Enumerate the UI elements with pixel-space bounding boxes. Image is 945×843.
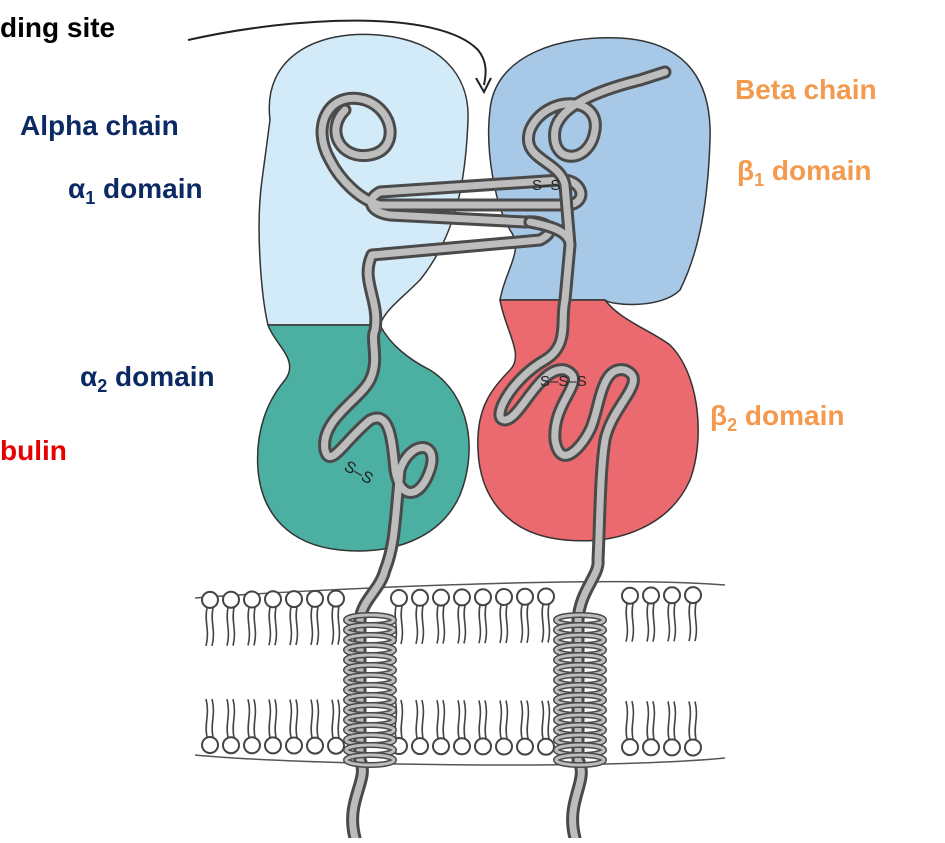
alpha-chain-label: Alpha chain (20, 110, 179, 141)
beta-chain-label: Beta chain (735, 74, 877, 105)
lipid-head-bottom (621, 700, 639, 757)
lipid-head-top (411, 588, 429, 645)
alpha-transmembrane-helix (343, 612, 397, 768)
lipid-head-top (474, 588, 492, 645)
lipid-head-bottom (222, 698, 240, 755)
lipid-head-top (537, 587, 555, 644)
lipid-head-top (432, 588, 450, 645)
beta-transmembrane-helix (553, 612, 607, 768)
beta2-disulfide-label: S–S–S (540, 373, 587, 390)
helix-coil (344, 753, 396, 767)
lipid-head-top (495, 588, 513, 644)
lipid-head-bottom (453, 699, 471, 756)
lipid-head-bottom (684, 700, 702, 757)
lipid-head-top (264, 590, 282, 647)
lipid-head-top (243, 590, 261, 647)
lipid-head-top (327, 589, 345, 646)
globulin-label: bulin (0, 435, 67, 466)
lipid-head-top (285, 590, 303, 647)
alpha1-domain-label: α1 domain (68, 173, 203, 208)
lipid-head-top (642, 586, 660, 643)
lipid-head-bottom (264, 698, 282, 755)
lipid-head-bottom (474, 699, 492, 756)
lipid-head-top (453, 588, 471, 645)
beta1-domain-label: β1 domain (737, 155, 872, 190)
beta1-disulfide-label: S–S (532, 177, 560, 194)
binding-site-arrow (187, 19, 487, 86)
arrowhead-icon (475, 77, 492, 95)
cell-membrane (194, 580, 726, 766)
lipid-head-bottom (642, 700, 660, 757)
lipid-head-top (684, 586, 702, 643)
helix-coil (554, 753, 606, 767)
lipid-head-top (222, 590, 240, 647)
lipid-head-bottom (537, 699, 555, 756)
alpha2-domain-shape (256, 324, 470, 552)
binding-site-label: ding site (0, 12, 116, 43)
lipid-head-top (663, 586, 681, 643)
lipid-head-top (621, 586, 639, 643)
lipid-head-bottom (663, 700, 681, 757)
lipid-head-bottom (411, 699, 429, 756)
lipid-head-bottom (432, 699, 450, 756)
lipid-head-top (306, 589, 324, 646)
lipid-head-bottom (327, 698, 345, 755)
lipid-head-bottom (495, 699, 513, 756)
alpha2-domain-label: α2 domain (80, 361, 215, 396)
lipid-head-bottom (201, 698, 219, 754)
lipid-head-bottom (306, 698, 324, 755)
lipid-head-top (201, 590, 219, 647)
lipid-head-bottom (285, 698, 303, 755)
beta1-domain-shape (487, 36, 711, 306)
lipid-head-bottom (516, 699, 534, 756)
lipid-head-bottom (243, 698, 261, 755)
beta2-domain-label: β2 domain (710, 400, 845, 435)
lipid-head-top (516, 587, 534, 644)
